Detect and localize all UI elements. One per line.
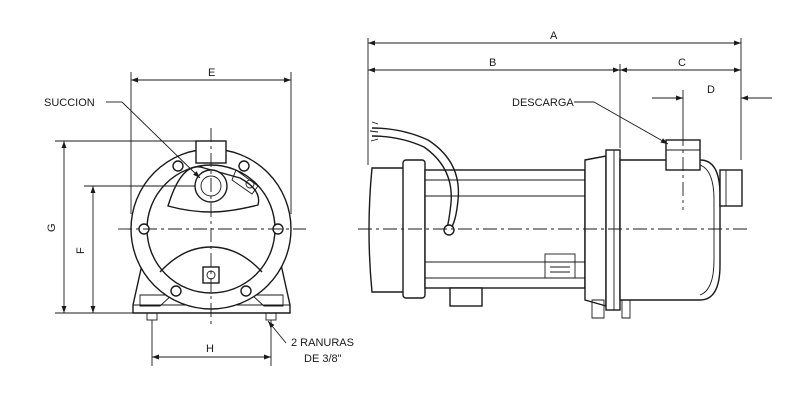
bolt-top-right (238, 160, 250, 172)
dim-a-label: A (550, 30, 558, 42)
slots-label-line1: 2 RANURAS (291, 337, 354, 349)
slots-label-line2: DE 3/8" (304, 353, 342, 365)
dim-c-label: C (678, 57, 686, 69)
dim-h-label: H (206, 343, 214, 355)
side-foot (449, 287, 483, 307)
power-cable (371, 127, 460, 231)
flange (605, 149, 621, 311)
inlet-fitting (719, 169, 743, 207)
discharge-label: DESCARGA (512, 97, 574, 109)
dim-e-label: E (208, 67, 215, 79)
motor-rear-cap (368, 167, 405, 293)
bolt-bottom-right (240, 285, 252, 297)
side-view: A B C D DESCARGA (358, 30, 772, 319)
pump-casing (619, 159, 721, 301)
dim-d-label: D (707, 84, 715, 96)
slot-left (146, 312, 158, 321)
front-view: E G F H SUCCION 2 RANURAS DE 3/8" (44, 67, 354, 366)
bolt-top-left (172, 160, 184, 172)
dim-g-label: G (46, 223, 58, 232)
suction-label: SUCCION (44, 97, 95, 109)
dim-f-label: F (75, 247, 87, 254)
bolt-bottom-left (170, 285, 182, 297)
dim-b-label: B (489, 57, 496, 69)
slot-right (265, 312, 277, 321)
front-base (132, 259, 291, 314)
